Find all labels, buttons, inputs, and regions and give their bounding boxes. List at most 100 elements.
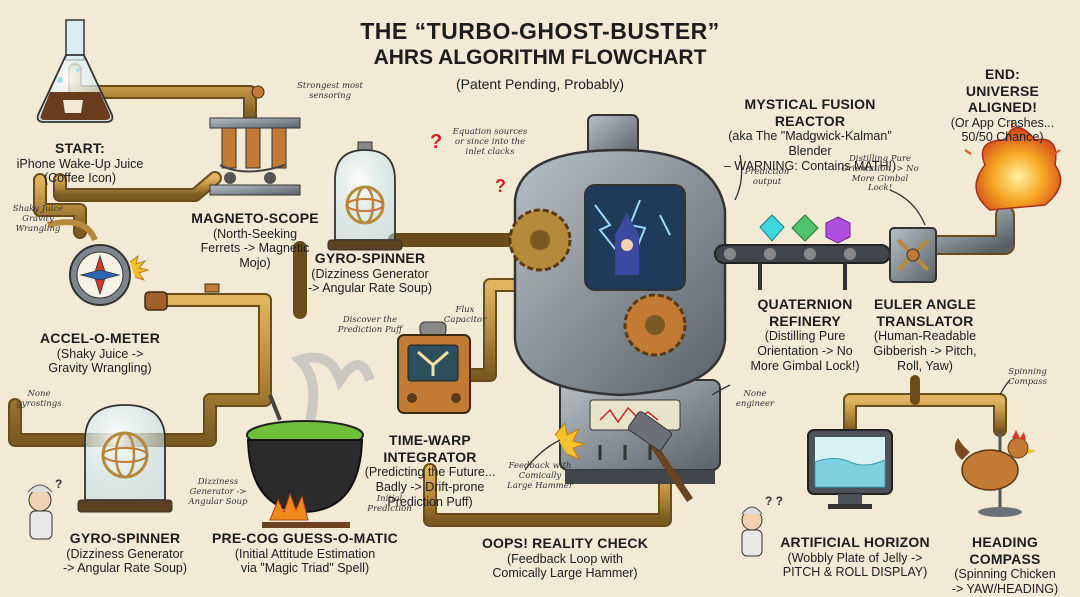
- node-gyro-spinner-bottom: GYRO-SPINNER (Dizziness Generator -> Ang…: [50, 530, 200, 576]
- node-reality-check: OOPS! REALITY CHECK (Feedback Loop with …: [480, 535, 650, 581]
- node-euler-line: Roll, Yaw): [897, 358, 953, 373]
- node-accel-line: Gravity Wrangling): [48, 361, 152, 376]
- node-magneto-scope: MAGNETO-SCOPE (North-Seeking Ferrets -> …: [190, 210, 320, 271]
- node-compass-line: -> YAW/HEADING): [951, 581, 1059, 596]
- node-start-line: (Coffee Icon): [43, 171, 117, 186]
- node-quaternion-title: REFINERY: [769, 312, 841, 329]
- euler-translator-box: [889, 227, 937, 283]
- node-precog-line: (Initial Attitude Estimation: [234, 546, 376, 561]
- pipe-network: [8, 63, 1015, 527]
- spinning-chicken-icon: [954, 430, 1036, 517]
- node-reality-title: OOPS! REALITY CHECK: [481, 535, 649, 551]
- node-timewarp-line: Prediction Puff): [387, 494, 473, 509]
- node-end-title: END:: [984, 66, 1021, 82]
- node-gyro-bottom-title: GYRO-SPINNER: [69, 530, 181, 546]
- node-precog-title: PRE-COG GUESS-O-MATIC: [212, 530, 398, 546]
- node-gyro-bottom-line: -> Angular Rate Soup): [62, 561, 188, 576]
- node-timewarp-line: Badly -> Drift-prone: [375, 479, 485, 494]
- node-magneto-line: Ferrets -> Magnetic: [200, 241, 310, 256]
- node-horizon-title: ARTIFICIAL HORIZON: [780, 534, 930, 550]
- node-compass-title: HEADING COMPASS: [969, 534, 1041, 567]
- node-reality-line: Comically Large Hammer): [492, 566, 638, 581]
- time-warp-integrator-box: [397, 321, 471, 414]
- node-artificial-horizon: ARTIFICIAL HORIZON (Wobbly Plate of Jell…: [770, 534, 940, 580]
- gyro-spinner-top-jar: ?: [327, 131, 442, 251]
- artificial-horizon-monitor: [807, 429, 893, 509]
- node-heading-compass: HEADING COMPASS (Spinning Chicken -> YAW…: [935, 534, 1075, 597]
- node-precog-line: via "Magic Triad" Spell): [240, 561, 370, 576]
- node-quaternion-line: Orientation -> No: [757, 343, 853, 358]
- gyro-spinner-bottom-jar: [77, 404, 173, 513]
- subtitle: (Patent Pending, Probably): [455, 76, 625, 92]
- node-fusion-title: MYSTICAL FUSION REACTOR: [744, 96, 876, 129]
- note-shaky-juice: Shaky Juice Gravity Wrangling: [12, 204, 64, 234]
- node-fusion-reactor: MYSTICAL FUSION REACTOR (aka The "Madgwi…: [710, 96, 910, 173]
- note-discover-puff: Discover the Prediction Puff: [337, 315, 403, 335]
- node-accel-title: ACCEL-O-METER: [39, 330, 161, 346]
- node-reality-line: (Feedback Loop with: [506, 551, 624, 566]
- node-magneto-line: Mojo): [239, 256, 271, 271]
- svg-text:? ?: ? ?: [765, 494, 783, 508]
- node-gyro-spinner-top: GYRO-SPINNER (Dizziness Generator -> Ang…: [300, 250, 440, 296]
- coffee-flask-icon: [36, 19, 114, 123]
- node-magneto-line: (North-Seeking: [212, 226, 298, 241]
- node-quaternion-line: (Distilling Pure: [764, 329, 846, 344]
- svg-text:?: ?: [55, 477, 62, 491]
- node-start-line: iPhone Wake-Up Juice: [16, 156, 144, 171]
- node-pre-cog: PRE-COG GUESS-O-MATIC (Initial Attitude …: [210, 530, 400, 576]
- magneto-scope-device: [209, 117, 301, 196]
- note-strongest: Strongest most sensoring: [297, 81, 363, 101]
- node-euler-translator: EULER ANGLE TRANSLATOR (Human-Readable G…: [865, 296, 985, 373]
- note-initial-prediction: Initial Prediction: [367, 494, 412, 514]
- node-quaternion-line: More Gimbal Lock!): [750, 358, 860, 373]
- node-euler-line: Gibberish -> Pitch,: [873, 343, 977, 358]
- explosion-icon: [964, 120, 1062, 211]
- node-quaternion-refinery: QUATERNION REFINERY (Distilling Pure Ori…: [745, 296, 865, 373]
- node-horizon-line: (Wobbly Plate of Jelly ->: [787, 550, 923, 565]
- node-start: START: iPhone Wake-Up Juice (Coffee Icon…: [5, 140, 155, 186]
- node-start-title: START:: [55, 140, 105, 156]
- node-timewarp-line: (Predicting the Future...: [364, 465, 496, 480]
- node-gyro-top-line: (Dizziness Generator: [311, 266, 429, 281]
- note-distilling: Distilling Pure Orientation -> No More G…: [841, 154, 919, 194]
- accel-o-meter-gauge: [47, 219, 150, 306]
- note-equation: Equation sources or since into the inlet…: [452, 127, 528, 157]
- confused-scientist-icon: ?: [27, 477, 62, 540]
- node-euler-title: TRANSLATOR: [876, 312, 974, 329]
- node-magneto-title: MAGNETO-SCOPE: [191, 210, 319, 226]
- note-none-gyrostings: None gyrostings: [16, 389, 62, 409]
- node-accel-o-meter: ACCEL-O-METER (Shaky Juice -> Gravity Wr…: [30, 330, 170, 376]
- node-gyro-top-title: GYRO-SPINNER: [314, 250, 426, 266]
- fusion-reactor-machine: [508, 114, 727, 484]
- node-euler-title: EULER ANGLE: [873, 296, 977, 312]
- node-gyro-bottom-line: (Dizziness Generator: [66, 546, 184, 561]
- svg-text:?: ?: [430, 131, 442, 153]
- title-line-2: AHRS ALGORITHM FLOWCHART: [373, 46, 707, 69]
- question-mark-icon: ?: [495, 176, 506, 196]
- node-euler-line: (Human-Readable: [873, 329, 977, 344]
- scientist-with-clipboard-icon: ? ?: [741, 494, 783, 557]
- note-flux-capacitor: Flux Capacitor: [443, 305, 487, 325]
- node-timewarp-title: TIME-WARP INTEGRATOR: [383, 432, 477, 465]
- note-dizziness-soup: Dizziness Generator -> Angular Soup: [188, 477, 248, 507]
- note-spinning-compass: Spinning Compass: [1008, 367, 1047, 387]
- note-none-engineer: None engineer: [735, 389, 775, 409]
- node-quaternion-title: QUATERNION: [757, 296, 853, 312]
- node-accel-line: (Shaky Juice ->: [56, 346, 144, 361]
- node-end-title: UNIVERSE ALIGNED!: [965, 82, 1040, 116]
- note-prediction-output: Prediction output: [744, 167, 790, 187]
- node-compass-line: (Spinning Chicken: [954, 567, 1056, 582]
- node-time-warp: TIME-WARP INTEGRATOR (Predicting the Fut…: [355, 432, 505, 509]
- node-end-line: (Or App Crashes...: [950, 115, 1055, 130]
- pre-cog-cauldron: [246, 352, 375, 528]
- large-hammer-icon: [554, 411, 693, 502]
- node-end-line: 50/50 Chance): [961, 130, 1044, 145]
- node-horizon-line: PITCH & ROLL DISPLAY): [782, 565, 928, 580]
- title-line-1: THE “TURBO-GHOST-BUSTER”: [360, 18, 720, 44]
- node-fusion-line: – WARNING: Contains MATH!): [723, 158, 897, 173]
- node-fusion-line: (aka The "Madgwick-Kalman" Blender: [728, 129, 892, 158]
- note-feedback-hammer: Feedback with Comically Large Hammer: [507, 461, 573, 491]
- quaternion-conveyor: [714, 214, 891, 290]
- node-gyro-top-line: -> Angular Rate Soup): [307, 281, 433, 296]
